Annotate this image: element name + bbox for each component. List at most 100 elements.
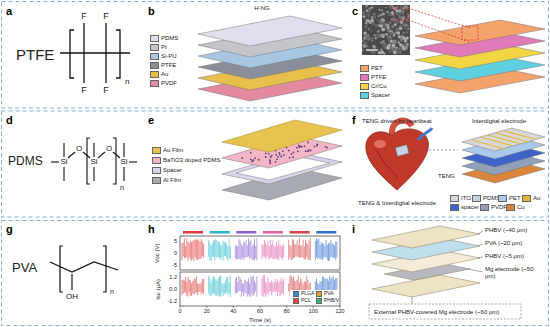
voltage-spike <box>268 241 269 258</box>
segment-bar <box>183 231 203 234</box>
voltage-spike <box>309 241 310 260</box>
batio3-particle <box>279 154 281 156</box>
sem-grain <box>386 45 390 49</box>
legend-text: PVDF <box>161 80 177 87</box>
current-spike <box>254 281 255 293</box>
text-label: Si <box>60 157 67 166</box>
current-spike <box>277 279 278 296</box>
sem-grain <box>397 51 400 54</box>
current-spike <box>190 281 191 296</box>
current-spike <box>195 279 196 294</box>
sem-grain <box>392 40 396 44</box>
voltage-spike <box>276 241 277 258</box>
sem-grain <box>381 21 382 22</box>
voltage-spike <box>303 240 304 259</box>
batio3-particle <box>288 150 290 152</box>
legend-item: Au Film <box>152 147 183 154</box>
tick-label: 20 <box>204 308 210 314</box>
sem-grain <box>362 40 364 42</box>
current-spike <box>269 282 270 292</box>
legend-text: PET <box>371 65 383 72</box>
sem-grain <box>392 50 393 51</box>
batio3-particle <box>316 145 318 147</box>
legend-item: BaTiO3 doped PDMS <box>152 157 220 164</box>
voltage-spike <box>323 244 324 258</box>
text-label: OH <box>66 292 78 301</box>
legend-item: PLGA <box>293 291 314 297</box>
text-label: F <box>103 11 109 21</box>
batio3-particle <box>304 145 306 147</box>
voltage-spike <box>217 241 218 258</box>
axis-title: Voc (V) <box>155 243 162 263</box>
current-spike <box>270 283 271 292</box>
legend-item: Pt <box>150 44 167 51</box>
sem-grain <box>365 10 368 13</box>
sem-grain <box>383 18 384 19</box>
batio3-particle <box>252 160 254 162</box>
sem-grain <box>373 16 376 19</box>
voltage-spike <box>335 242 336 261</box>
sem-grain <box>383 26 386 29</box>
panel-letter: h <box>148 223 155 236</box>
panel-letter: b <box>148 5 155 18</box>
legend-item: PVDF <box>150 80 177 87</box>
legend-text: Au <box>161 71 168 78</box>
voltage-spike <box>200 242 201 259</box>
tick-label: 100 <box>309 308 318 314</box>
current-spike <box>263 275 264 297</box>
voltage-spike <box>328 243 329 260</box>
sem-grain <box>391 25 394 28</box>
sem-grain <box>387 46 391 50</box>
voltage-spike <box>307 244 308 259</box>
current-spike <box>211 283 212 296</box>
batio3-particle <box>253 159 255 161</box>
legend-item: spacer <box>450 204 479 211</box>
current-spike <box>244 280 245 293</box>
voltage-spike <box>282 246 283 260</box>
sem-grain <box>373 13 375 15</box>
sem-grain <box>407 28 409 30</box>
segment-bar <box>290 231 310 234</box>
sem-grain <box>400 17 402 19</box>
legend-swatch <box>498 195 507 202</box>
voltage-spike <box>274 245 275 259</box>
voltage-spike <box>322 243 323 260</box>
voltage-spike <box>214 240 215 260</box>
voltage-spike <box>310 238 311 260</box>
legend-swatch <box>150 80 159 87</box>
voltage-spike <box>248 238 249 256</box>
voltage-spike <box>306 243 307 257</box>
sem-grain <box>362 49 364 51</box>
sem-grain <box>367 45 369 47</box>
voltage-spike <box>223 241 224 261</box>
legend-item: Spacer <box>360 92 390 99</box>
legend-text: Pt <box>161 44 167 51</box>
legend-text: PVDF <box>491 204 507 211</box>
current-spike <box>281 278 282 295</box>
sem-grain <box>396 9 399 12</box>
voltage-spike <box>270 240 271 259</box>
text-label: PHBV (~40 μm) <box>485 227 527 234</box>
legend-swatch <box>360 92 369 99</box>
current-spike <box>282 281 283 292</box>
sem-grain <box>364 26 367 29</box>
legend-swatch <box>316 291 322 297</box>
voltage-spike <box>212 244 213 258</box>
segment-bar <box>263 231 283 234</box>
panel-letter: c <box>352 5 358 18</box>
legend-item: Si-PU <box>150 53 177 60</box>
voltage-spike <box>238 239 239 259</box>
legend-swatch <box>150 35 159 42</box>
sem-grain <box>406 9 408 11</box>
sem-grain <box>403 44 405 46</box>
batio3-particle <box>275 154 277 156</box>
text-label: Mg electrode (~50 μm) <box>485 266 541 280</box>
voltage-spike <box>215 239 216 257</box>
text-label: F <box>81 85 87 95</box>
voltage-spike <box>324 246 325 257</box>
voltage-spike <box>230 247 231 260</box>
voltage-spike <box>183 243 184 257</box>
legend-swatch <box>360 65 369 72</box>
sem-grain <box>382 44 386 48</box>
